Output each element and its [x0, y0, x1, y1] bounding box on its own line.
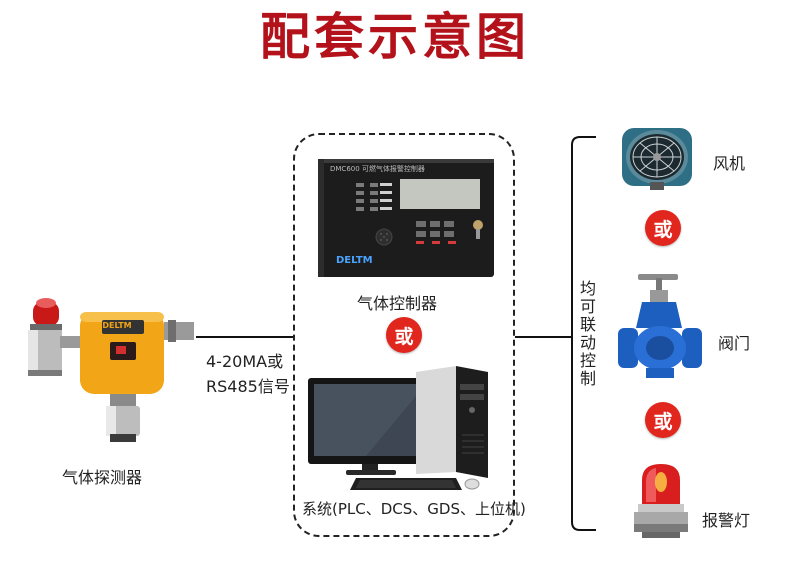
- signal-label-line2: RS485信号: [206, 377, 290, 396]
- or-badge-controller-system: 或: [386, 317, 422, 353]
- alarm-light-label: 报警灯: [702, 511, 751, 530]
- fan-label: 风机: [713, 154, 746, 173]
- valve-label: 阀门: [718, 334, 751, 353]
- detector-label: 气体探测器: [62, 468, 143, 487]
- gas-detector-icon: [28, 298, 194, 442]
- computer-system-icon: [308, 366, 488, 490]
- valve-icon: [618, 274, 702, 378]
- page-title: 配套示意图: [260, 8, 530, 66]
- controller-model-text: DMC600 可燃气体报警控制器: [330, 165, 425, 173]
- signal-label-line1: 4-20MA或: [206, 352, 284, 371]
- or-badge-fan-valve: 或: [645, 210, 681, 246]
- fan-icon: [622, 128, 692, 190]
- controller-label: 气体控制器: [357, 294, 438, 313]
- controller-brand: DELTM: [336, 255, 373, 266]
- detector-brand: DELTM: [102, 321, 132, 330]
- linkage-bracket: [571, 136, 596, 531]
- linkage-label: 均可联动控制: [579, 279, 596, 388]
- system-label: 系统(PLC、DCS、GDS、上位机): [302, 500, 526, 518]
- gas-controller-panel-icon: [318, 159, 494, 277]
- or-badge-valve-light: 或: [645, 402, 681, 438]
- controller-system-group: [293, 133, 515, 537]
- alarm-light-icon: [634, 464, 688, 538]
